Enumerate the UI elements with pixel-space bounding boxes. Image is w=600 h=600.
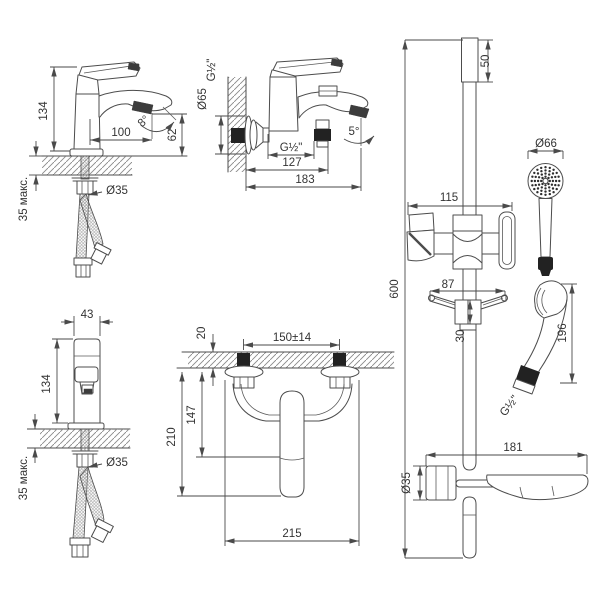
connection-right bbox=[333, 353, 346, 367]
soap-dish bbox=[486, 474, 589, 501]
dim-basin-hole: Ø35 bbox=[106, 185, 128, 197]
hose-nut-left bbox=[73, 257, 93, 278]
handshower-face-view: Ø66 bbox=[527, 138, 564, 276]
faucet-base bbox=[69, 148, 104, 157]
holder-cup bbox=[408, 212, 435, 233]
mounting-nut bbox=[76, 453, 94, 468]
dims-bath-side: G½" Ø65 G½" 127 183 5° bbox=[197, 59, 375, 191]
view-basin-mixer-side: 134 100 62 8° Ø35 35 макс. bbox=[18, 61, 188, 278]
faucet-handle bbox=[272, 57, 344, 77]
aerator bbox=[348, 104, 370, 119]
handle-front bbox=[74, 366, 99, 383]
eccentric-left bbox=[224, 365, 264, 379]
faucet-handle bbox=[78, 61, 141, 81]
handset-connector bbox=[538, 257, 553, 270]
dims-basin-side: 134 100 62 8° Ø35 35 макс. bbox=[18, 66, 187, 221]
view-bath-mixer-side: G½" Ø65 G½" 127 183 5° bbox=[197, 57, 375, 191]
view-basin-mixer-front: 43 134 Ø35 35 макс. bbox=[18, 309, 131, 558]
basin-mounting-side bbox=[71, 155, 112, 278]
hose-nut-right bbox=[90, 518, 114, 543]
wall-bracket bbox=[498, 211, 516, 270]
view-bath-mixer-bottom: 20 150±14 147 210 215 bbox=[166, 327, 395, 546]
aerator bbox=[131, 100, 154, 115]
supply-hose-right bbox=[79, 466, 105, 527]
dim-basinf-hole: Ø35 bbox=[106, 457, 128, 469]
dish-clamp bbox=[425, 465, 457, 501]
shower-rail-lower bbox=[462, 496, 477, 559]
dim-basin-deck-max: 35 макс. bbox=[18, 177, 30, 221]
aerator-front bbox=[83, 388, 93, 394]
hose-nut-left bbox=[69, 537, 91, 558]
rail-top-bracket bbox=[461, 37, 479, 83]
dim-bath-angle: 5° bbox=[349, 126, 360, 138]
dims-basin-front: 43 134 Ø35 35 макс. bbox=[18, 309, 128, 500]
bracket-arm bbox=[481, 232, 500, 255]
dim-bathb-centers: 150±14 bbox=[273, 332, 312, 344]
dim-handset-length: 196 bbox=[557, 323, 569, 342]
threaded-stud bbox=[80, 155, 90, 180]
lower-slider-bracket: 87 30 bbox=[428, 279, 508, 343]
handle-tip bbox=[330, 58, 343, 68]
spout-bottom bbox=[279, 390, 305, 498]
wall-hatch bbox=[228, 77, 246, 172]
handset-handle-inner bbox=[523, 317, 545, 368]
dim-bath-escutcheon: Ø65 bbox=[197, 88, 209, 110]
dim-holder-width: 115 bbox=[440, 192, 458, 204]
bath-faucet-side bbox=[244, 57, 370, 155]
basin-faucet-front bbox=[67, 338, 105, 430]
bath-faucet-bottom bbox=[224, 365, 360, 498]
dim-rail-clamp: Ø35 bbox=[401, 472, 413, 494]
handset-holder-slider: 115 bbox=[406, 192, 516, 270]
shower-head-face bbox=[527, 163, 564, 199]
dim-top-bracket: 50 bbox=[480, 55, 492, 68]
shower-head-nozzles bbox=[530, 166, 561, 196]
dim-bath-outlet-offset: 127 bbox=[282, 157, 301, 169]
hose-outlet-neck bbox=[315, 119, 330, 130]
hose-outlet bbox=[314, 129, 331, 141]
dim-bathb-wall-gap: 20 bbox=[196, 327, 208, 340]
faucet-base bbox=[67, 422, 105, 430]
dim-basin-reach: 100 bbox=[111, 127, 130, 139]
dim-bath-wall-thread: G½" bbox=[206, 59, 218, 82]
dim-bathb-spout-drop: 147 bbox=[186, 405, 198, 424]
threaded-stud bbox=[80, 428, 90, 452]
dim-basinf-height: 134 bbox=[41, 374, 53, 394]
soap-dish-assembly: 181 Ø35 bbox=[401, 442, 589, 501]
dim-bathb-width: 215 bbox=[282, 528, 301, 540]
dim-dish-width: 181 bbox=[503, 442, 522, 454]
dim-bathb-body-drop: 210 bbox=[166, 427, 178, 446]
handset-handle-front bbox=[538, 198, 553, 258]
view-shower-set: 600 50 115 bbox=[389, 37, 589, 559]
basin-mounting-front bbox=[69, 428, 114, 558]
dim-basin-height: 134 bbox=[38, 101, 50, 121]
basin-faucet-side bbox=[69, 61, 173, 157]
in-wall-connection bbox=[231, 128, 245, 143]
dim-head-diameter: Ø66 bbox=[535, 138, 557, 150]
handshower-side-view: G½" 196 bbox=[498, 280, 577, 419]
wall-hatch bbox=[188, 352, 394, 368]
dim-bath-reach: 183 bbox=[295, 174, 314, 186]
dim-slider-height: 30 bbox=[455, 330, 467, 343]
mounting-nut bbox=[76, 180, 94, 195]
connection-left bbox=[237, 353, 250, 367]
dim-basinf-deck-max: 35 макс. bbox=[18, 456, 30, 500]
dim-soap-bracket: 87 bbox=[442, 279, 455, 291]
hose-nut-right bbox=[90, 242, 112, 265]
eccentric-right bbox=[320, 365, 360, 379]
handle-tip bbox=[127, 62, 140, 72]
faucet-body bbox=[268, 76, 299, 132]
dim-bath-hose-outlet: G½" bbox=[280, 142, 303, 154]
handset-head-side bbox=[534, 280, 568, 319]
faucet-body bbox=[73, 93, 101, 150]
dim-rail-length: 600 bbox=[389, 279, 401, 298]
dims-bath-bottom: 20 150±14 147 210 215 bbox=[166, 327, 360, 546]
holder-arm bbox=[433, 232, 454, 255]
handset-handle-outer bbox=[538, 298, 568, 372]
dim-basin-spout-height: 62 bbox=[167, 129, 179, 142]
dim-basinf-width: 43 bbox=[81, 309, 94, 321]
